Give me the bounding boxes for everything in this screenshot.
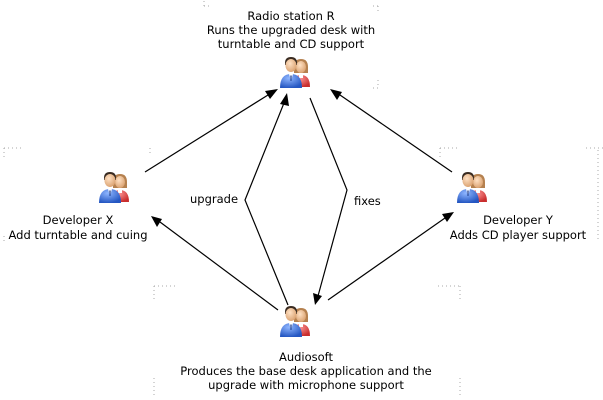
- node-description-line-1: Runs the upgraded desk with: [207, 23, 375, 37]
- node-title: Developer X: [43, 213, 114, 227]
- edge-audiosoft-to-developer-y: [327, 217, 446, 301]
- edge-audiosoft-to-developer-x: [159, 221, 279, 311]
- edge-label-upgrade: upgrade: [190, 192, 238, 206]
- node-description-line-2: turntable and CD support: [218, 37, 365, 51]
- node-radio-station: Radio station R Runs the upgraded desk w…: [207, 9, 375, 88]
- node-description-line-1: Add turntable and cuing: [9, 228, 148, 242]
- edge-fixes: [309, 97, 348, 297]
- users-pair-icon: [280, 57, 310, 88]
- node-description-line-2: upgrade with microphone support: [208, 378, 404, 392]
- edge-label-fixes: fixes: [354, 194, 381, 208]
- node-developer-y: Developer Y Adds CD player support: [450, 172, 587, 242]
- edge-developer-y-to-radio: [339, 94, 453, 173]
- node-frames: [3, 0, 603, 396]
- arrowhead-developer-y: [442, 212, 454, 222]
- node-audiosoft: Audiosoft Produces the base desk applica…: [180, 306, 432, 392]
- edges: [144, 89, 454, 311]
- arrowhead-radio-from-x: [265, 89, 278, 99]
- arrowhead-developer-x: [151, 216, 162, 227]
- node-description-line-1: Adds CD player support: [450, 228, 587, 242]
- node-description-line-1: Produces the base desk application and t…: [180, 364, 431, 378]
- frame-radio-station: [203, 0, 379, 89]
- users-pair-icon: [457, 172, 487, 203]
- edge-upgrade: [244, 102, 289, 306]
- arrowhead-upgrade: [280, 93, 289, 106]
- edge-developer-x-to-radio: [144, 94, 269, 173]
- frame-audiosoft: [153, 285, 461, 396]
- users-pair-icon: [280, 306, 310, 337]
- frame-developer-x: [3, 147, 151, 242]
- node-title: Radio station R: [247, 9, 334, 23]
- frame-developer-y: [439, 147, 603, 240]
- node-title: Developer Y: [483, 213, 554, 227]
- node-developer-x: Developer X Add turntable and cuing: [9, 172, 148, 242]
- arrowhead-fixes: [313, 293, 322, 305]
- arrowhead-radio-from-y: [330, 89, 342, 100]
- node-title: Audiosoft: [279, 350, 334, 364]
- users-pair-icon: [99, 172, 129, 203]
